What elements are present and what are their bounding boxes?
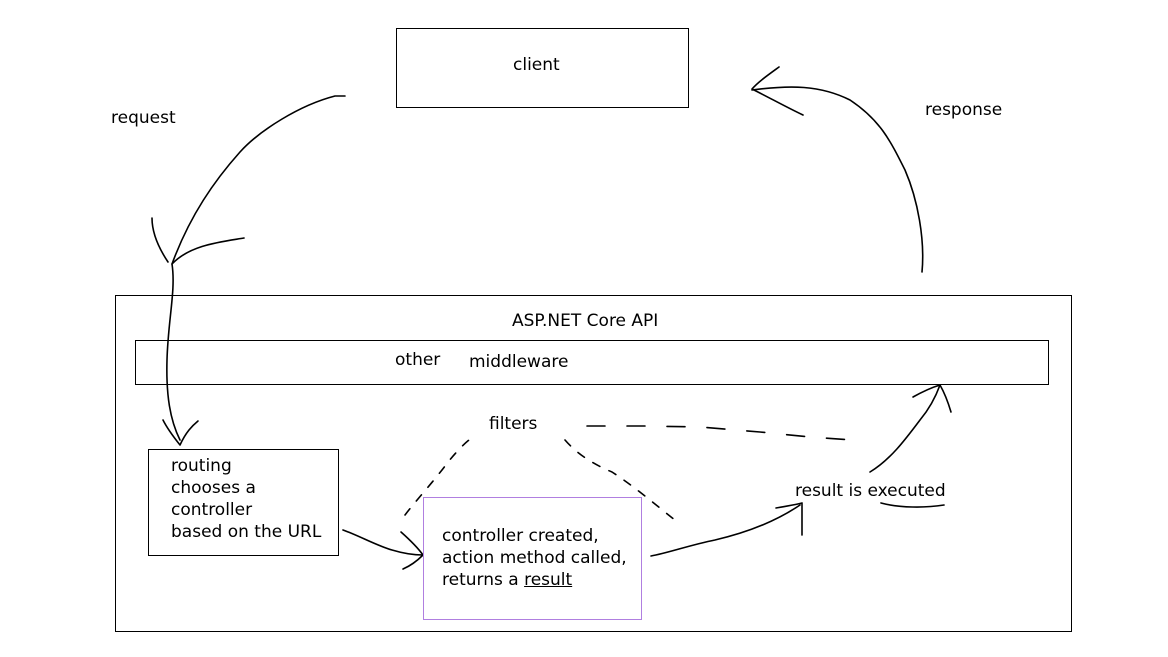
- request-label: request: [111, 108, 176, 128]
- middleware-label: middleware: [469, 352, 569, 372]
- response-arrow: [751, 86, 924, 273]
- controller-line-1: controller created,: [442, 526, 599, 546]
- client-label: client: [513, 55, 560, 75]
- filters-dashed-line: [586, 425, 853, 441]
- request-arrow-head-bottom: [162, 419, 199, 446]
- controller-to-result-arrow-head: [775, 502, 803, 536]
- routing-line-4: based on the URL: [171, 522, 322, 542]
- filters-label: filters: [489, 414, 538, 434]
- request-arrow: [166, 95, 346, 441]
- api-title: ASP.NET Core API: [512, 311, 659, 331]
- controller-result-word: result: [524, 570, 573, 590]
- client-box: [396, 28, 689, 108]
- response-arrow-head: [751, 66, 804, 116]
- result-to-middleware-arrow: [869, 384, 941, 473]
- filters-dashed-wrap: [404, 439, 470, 516]
- controller-line-2: action method called,: [442, 548, 627, 568]
- routing-box: [148, 449, 339, 556]
- routing-line-3: controller: [171, 500, 253, 520]
- response-label: response: [925, 100, 1003, 120]
- routing-to-controller-arrow: [342, 529, 424, 556]
- controller-to-result-arrow: [650, 504, 801, 557]
- routing-line-2: chooses a: [171, 478, 256, 498]
- api-container: [115, 295, 1072, 632]
- result-to-middleware-arrow-head: [912, 384, 952, 413]
- result-executed-underline: [880, 502, 945, 508]
- result-executed-label: result is executed: [795, 481, 946, 501]
- routing-line-1: routing: [171, 456, 232, 476]
- controller-line-3-prefix: returns a: [442, 570, 519, 590]
- controller-box: [423, 497, 642, 620]
- middleware-other-label: other: [395, 350, 441, 370]
- middleware-bar: [135, 340, 1049, 385]
- filters-dashed-wrap-right: [564, 439, 677, 522]
- controller-line-3: returns a result: [442, 569, 572, 591]
- request-arrow-head-top: [151, 217, 245, 265]
